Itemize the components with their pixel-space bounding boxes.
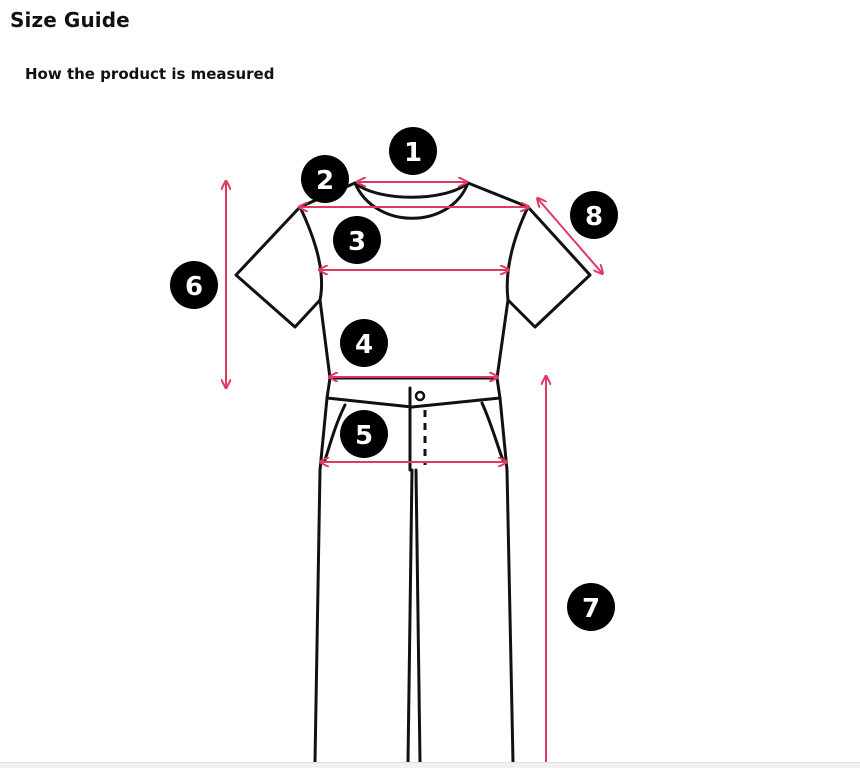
marker-badge-2: 2 <box>301 155 349 203</box>
svg-text:4: 4 <box>355 330 373 360</box>
svg-text:7: 7 <box>582 594 600 624</box>
svg-text:8: 8 <box>585 202 603 232</box>
marker-badge-7: 7 <box>567 583 615 631</box>
svg-text:5: 5 <box>355 421 373 451</box>
svg-text:6: 6 <box>185 272 203 302</box>
marker-badge-5: 5 <box>340 410 388 458</box>
bottom-scroll-strip <box>0 762 860 768</box>
button-icon <box>414 390 426 402</box>
svg-text:1: 1 <box>404 138 422 168</box>
pants-outline <box>313 376 515 764</box>
marker-badges: 1 2 3 4 5 6 7 <box>170 127 618 631</box>
measure-line-8 <box>538 199 602 273</box>
marker-badge-1: 1 <box>389 127 437 175</box>
page-title: Size Guide <box>10 8 130 32</box>
marker-badge-6: 6 <box>170 261 218 309</box>
tshirt-outline <box>234 181 592 380</box>
svg-text:2: 2 <box>316 166 334 196</box>
measurement-lines <box>226 182 602 766</box>
marker-badge-3: 3 <box>333 216 381 264</box>
svg-text:3: 3 <box>348 227 366 257</box>
section-subtitle: How the product is measured <box>25 65 275 83</box>
marker-badge-4: 4 <box>340 319 388 367</box>
marker-badge-8: 8 <box>570 191 618 239</box>
